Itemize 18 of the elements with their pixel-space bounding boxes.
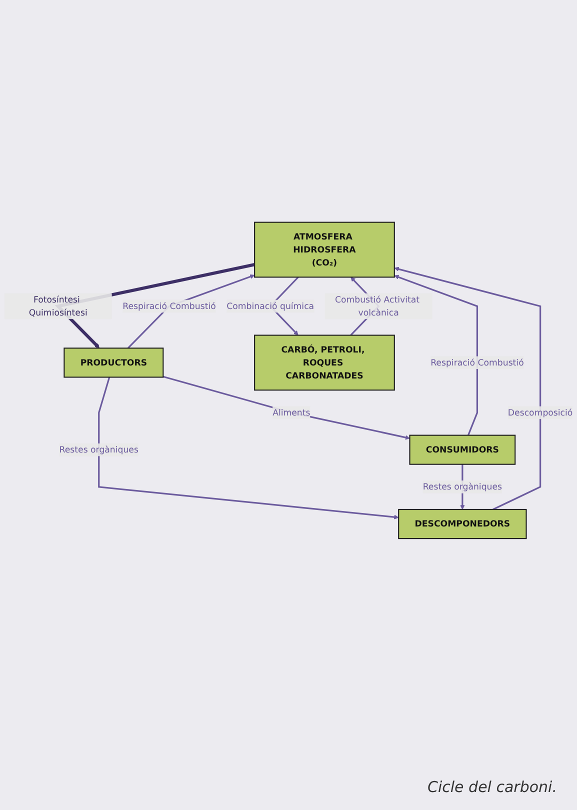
edge-label: Restes orgàniques bbox=[422, 481, 502, 492]
caption: Cicle del carboni. bbox=[428, 778, 557, 796]
arrow bbox=[98, 376, 399, 519]
edge-label: Aliments bbox=[272, 406, 310, 418]
edge-label: Respiració Combustió bbox=[122, 300, 216, 311]
node-box: PRODUCTORS bbox=[64, 347, 164, 378]
edge-label: Fotosíntesi Quimiosíntesi bbox=[28, 294, 88, 318]
edge-label: Respiració Combustió bbox=[430, 356, 524, 368]
node-box: DESCOMPONEDORS bbox=[398, 508, 527, 539]
node-box: ATMOSFERA HIDROSFERA (CO₂) bbox=[254, 221, 395, 278]
edge-label: Combinació química bbox=[226, 300, 314, 311]
node-box: CARBÓ, PETROLI, ROQUES CARBONATADES bbox=[254, 334, 395, 390]
edge-label: Restes orgàniques bbox=[59, 444, 138, 454]
arrow bbox=[394, 274, 478, 436]
edge-label: Descomposició bbox=[508, 406, 573, 418]
edge-label: Combustió Activitat volcànica bbox=[334, 294, 420, 318]
arrow bbox=[162, 375, 410, 440]
node-box: CONSUMIDORS bbox=[409, 434, 516, 464]
